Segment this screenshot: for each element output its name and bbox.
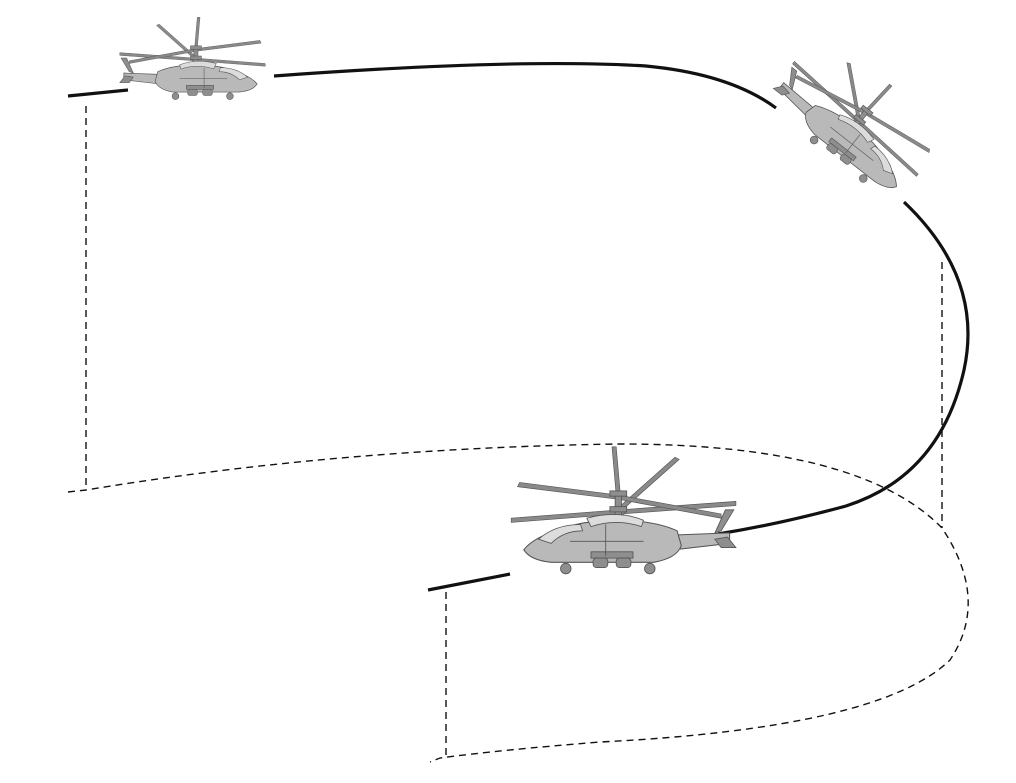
- helicopter-icon: [119, 16, 266, 100]
- flight-path-entry: [67, 88, 129, 98]
- ground-track: [67, 443, 969, 763]
- flight-path-turn: [717, 200, 970, 536]
- helicopter-icon: [760, 29, 952, 207]
- flight-path-exit: [427, 572, 511, 592]
- helicopter-icon: [510, 446, 737, 575]
- flight-path-climb: [273, 61, 777, 110]
